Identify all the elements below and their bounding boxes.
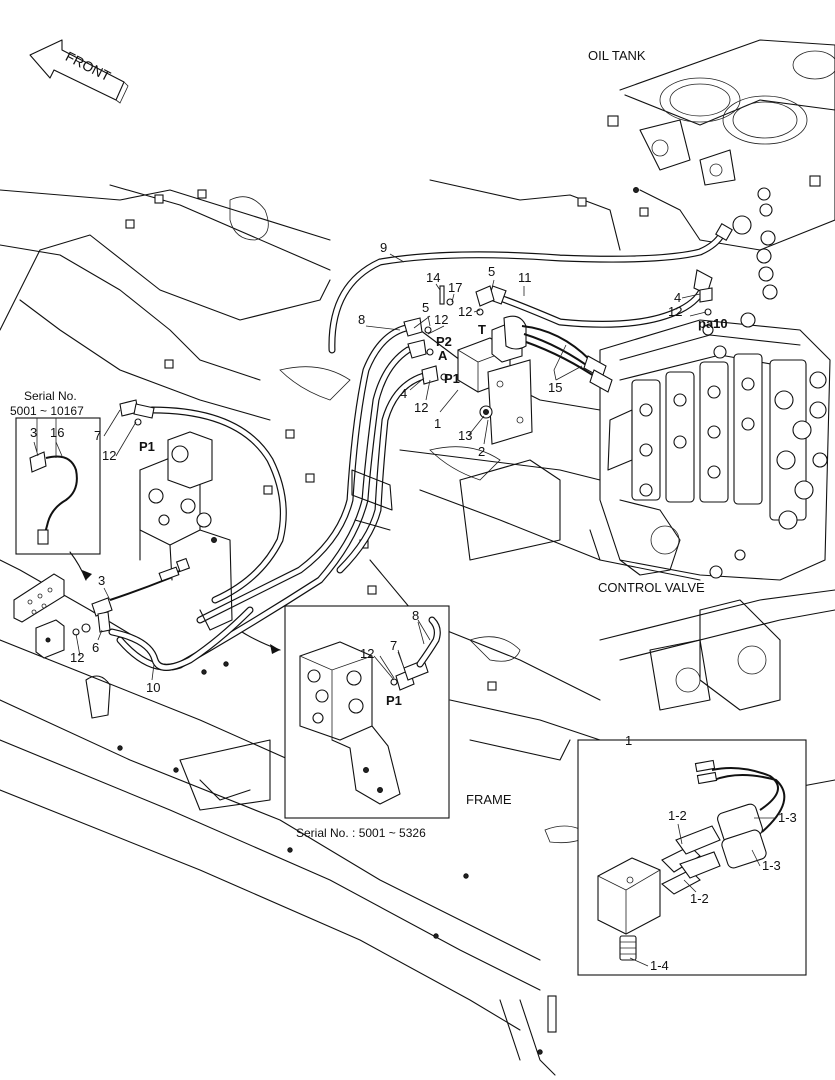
- oil-tank: [607, 39, 835, 300]
- callout-2: 2: [478, 444, 485, 459]
- bracket-left: [13, 573, 65, 659]
- frame-label: FRAME: [466, 792, 512, 807]
- callout-16-serial: 16: [50, 425, 64, 440]
- callout-14: 14: [426, 270, 440, 285]
- detail-leaders: [629, 817, 776, 967]
- port-pa10-label: pa10: [698, 316, 728, 331]
- control-valve: [589, 312, 831, 581]
- port-p1-top-label: P1: [444, 371, 460, 386]
- serial-left-line2: 5001 ~ 10167: [10, 404, 84, 418]
- front-arrow-icon: [29, 39, 129, 104]
- callout-5-b: 5: [488, 264, 495, 279]
- detail-part-1-3-a: 1-3: [778, 810, 797, 825]
- fittings-top: [403, 285, 713, 385]
- port-p1-inset-label: P1: [386, 693, 402, 708]
- serial-inset-label: Serial No. : 5001 ~ 5326: [296, 826, 426, 840]
- callout-7-inset: 7: [390, 638, 397, 653]
- hose-8: [196, 324, 410, 624]
- callout-1-main: 1: [434, 416, 441, 431]
- callout-15: 15: [548, 380, 562, 395]
- callout-7-left: 7: [94, 428, 101, 443]
- callout-12-d: 12: [668, 304, 682, 319]
- callout-13: 13: [458, 428, 472, 443]
- serial-inset-center: [284, 605, 450, 819]
- callout-5-a: 5: [422, 300, 429, 315]
- front-label: FRONT: [63, 48, 114, 84]
- detail-title: 1: [625, 733, 632, 748]
- hose-10: [108, 606, 254, 671]
- port-a-label: A: [438, 348, 448, 363]
- hose-7: [148, 406, 287, 604]
- detail-box-1: [577, 739, 807, 976]
- pressure-valve-block: [139, 431, 233, 631]
- leader-lines: [33, 253, 707, 681]
- callout-9: 9: [380, 240, 387, 255]
- callout-12-c: 12: [414, 400, 428, 415]
- detail-part-1-3-b: 1-3: [762, 858, 781, 873]
- callout-10: 10: [146, 680, 160, 695]
- callout-12-b: 12: [458, 304, 472, 319]
- plate-2: [487, 359, 533, 445]
- serial-inset-left: [15, 417, 101, 555]
- port-p1-left-label: P1: [139, 439, 155, 454]
- port-t-label: T: [478, 322, 486, 337]
- callout-8: 8: [358, 312, 365, 327]
- callout-4-b: 4: [674, 290, 681, 305]
- detail-part-1-2-b: 1-2: [690, 891, 709, 906]
- port-p2-label: P2: [436, 334, 452, 349]
- callout-12-e: 12: [102, 448, 116, 463]
- callout-12-f: 12: [70, 650, 84, 665]
- callout-3-serial: 3: [30, 425, 37, 440]
- callout-8-inset: 8: [412, 608, 419, 623]
- serial-left-line1: Serial No.: [24, 389, 77, 403]
- detail-part-1-4: 1-4: [650, 958, 669, 973]
- callout-3-sensor: 3: [98, 573, 105, 588]
- sensor-3-harness: [72, 557, 191, 636]
- control-valve-label: CONTROL VALVE: [598, 580, 705, 595]
- callout-4-a: 4: [400, 386, 407, 401]
- callout-6: 6: [92, 640, 99, 655]
- fitting-7-left: [119, 399, 155, 426]
- hose-11: [496, 281, 708, 328]
- hose-9: [328, 230, 726, 354]
- callout-11: 11: [518, 270, 532, 285]
- oil-tank-label: OIL TANK: [588, 48, 646, 63]
- detail-part-1-2-a: 1-2: [668, 808, 687, 823]
- callout-12-inset: 12: [360, 646, 374, 661]
- frame-structure: [0, 179, 835, 1076]
- callout-17: 17: [448, 280, 462, 295]
- callout-12-a: 12: [434, 312, 448, 327]
